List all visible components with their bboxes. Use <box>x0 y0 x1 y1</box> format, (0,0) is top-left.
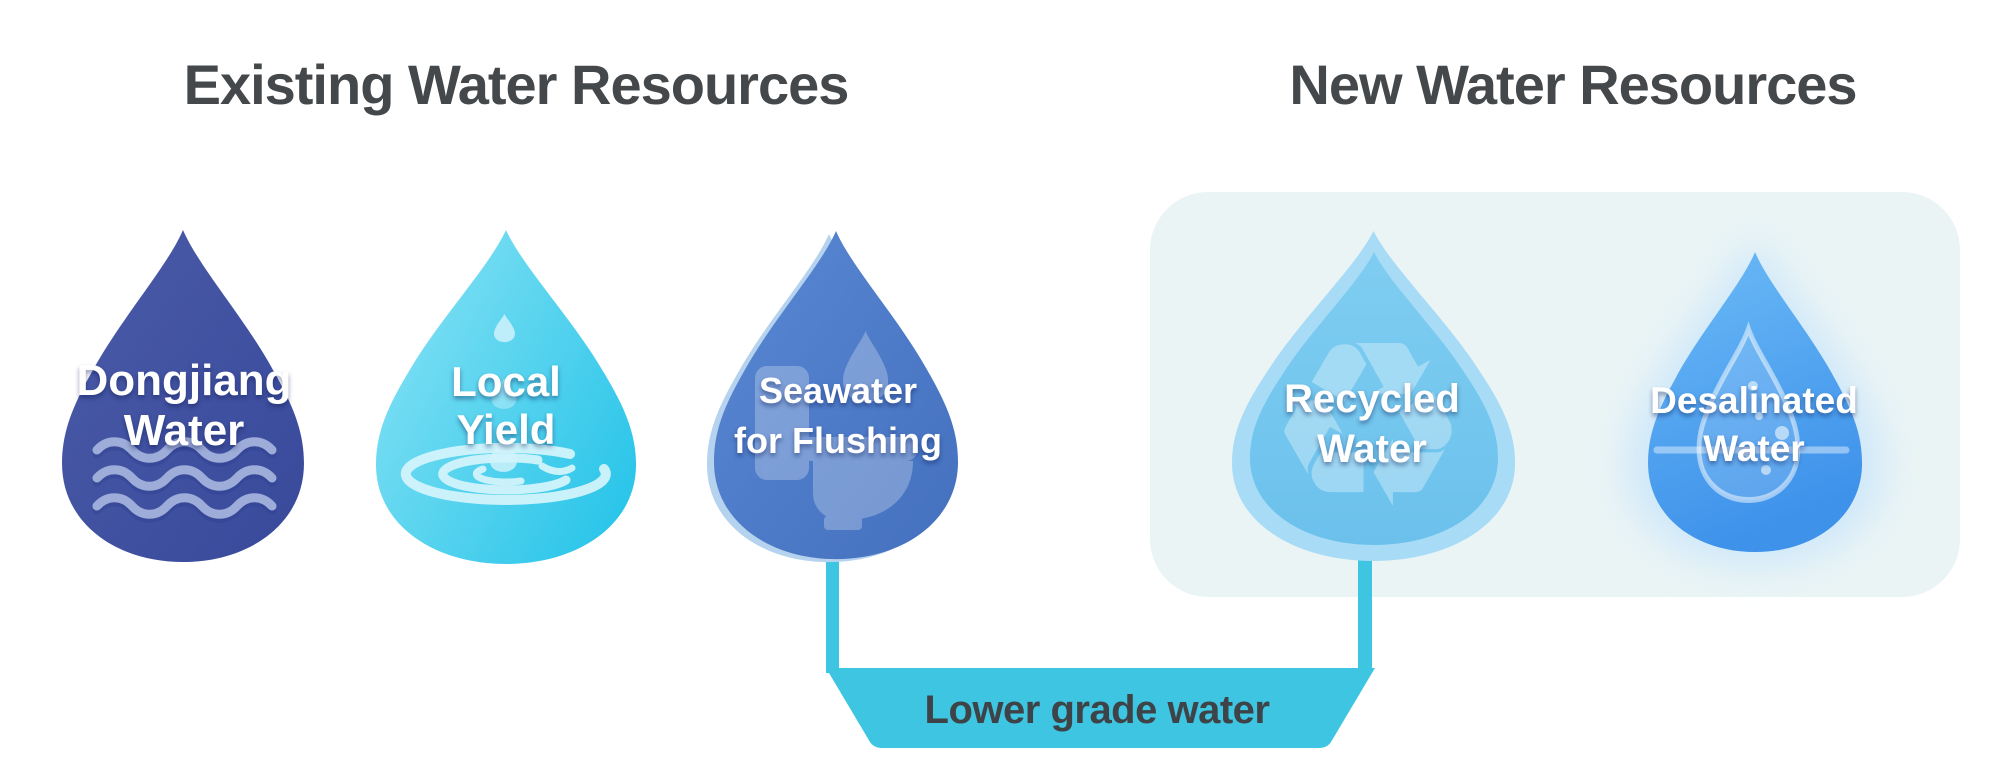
existing-water-resources-title: Existing Water Resources <box>183 53 850 116</box>
seawater-for-flushing-label: Seawater for Flushing <box>734 366 942 466</box>
recycle-icon: ♻ <box>1265 293 1471 560</box>
label-line: for Flushing <box>734 420 942 461</box>
desalination-drop-icon <box>1653 321 1850 503</box>
label-line: Local <box>451 358 561 405</box>
toilet-icon <box>755 331 918 530</box>
dongjiang-water-label: Dongjiang Water <box>76 356 291 456</box>
droplet-recycled-water: ♻ <box>1232 230 1516 561</box>
label-line: Water <box>1317 427 1427 471</box>
new-water-resources-title: New Water Resources <box>1289 53 1857 116</box>
label-line: Desalinated <box>1650 380 1858 421</box>
droplet-desalinated-water <box>1626 233 1885 567</box>
waves-icon <box>92 437 277 523</box>
lower-grade-water-label: Lower grade water <box>924 688 1270 732</box>
lower-grade-water-band <box>826 668 1375 748</box>
droplet-dongjiang-water <box>62 229 304 563</box>
local-yield-label: Local Yield <box>451 358 561 454</box>
desalinated-water-label: Desalinated Water <box>1650 377 1858 473</box>
droplet-local-yield <box>375 230 637 564</box>
lower-grade-water-connector <box>826 545 1375 748</box>
droplet-seawater-for-flushing <box>706 231 959 563</box>
recycled-water-label: Recycled Water <box>1284 374 1460 474</box>
label-line: Water <box>1703 428 1805 469</box>
label-line: Yield <box>456 406 556 453</box>
connector-line-seawater <box>826 548 839 673</box>
label-line: Recycled <box>1284 377 1460 421</box>
connector-line-recycled <box>1358 545 1372 673</box>
label-line: Water <box>123 406 245 455</box>
label-line: Dongjiang <box>76 356 292 405</box>
ripple-drop-icon <box>400 314 611 505</box>
label-line: Seawater <box>758 370 918 411</box>
